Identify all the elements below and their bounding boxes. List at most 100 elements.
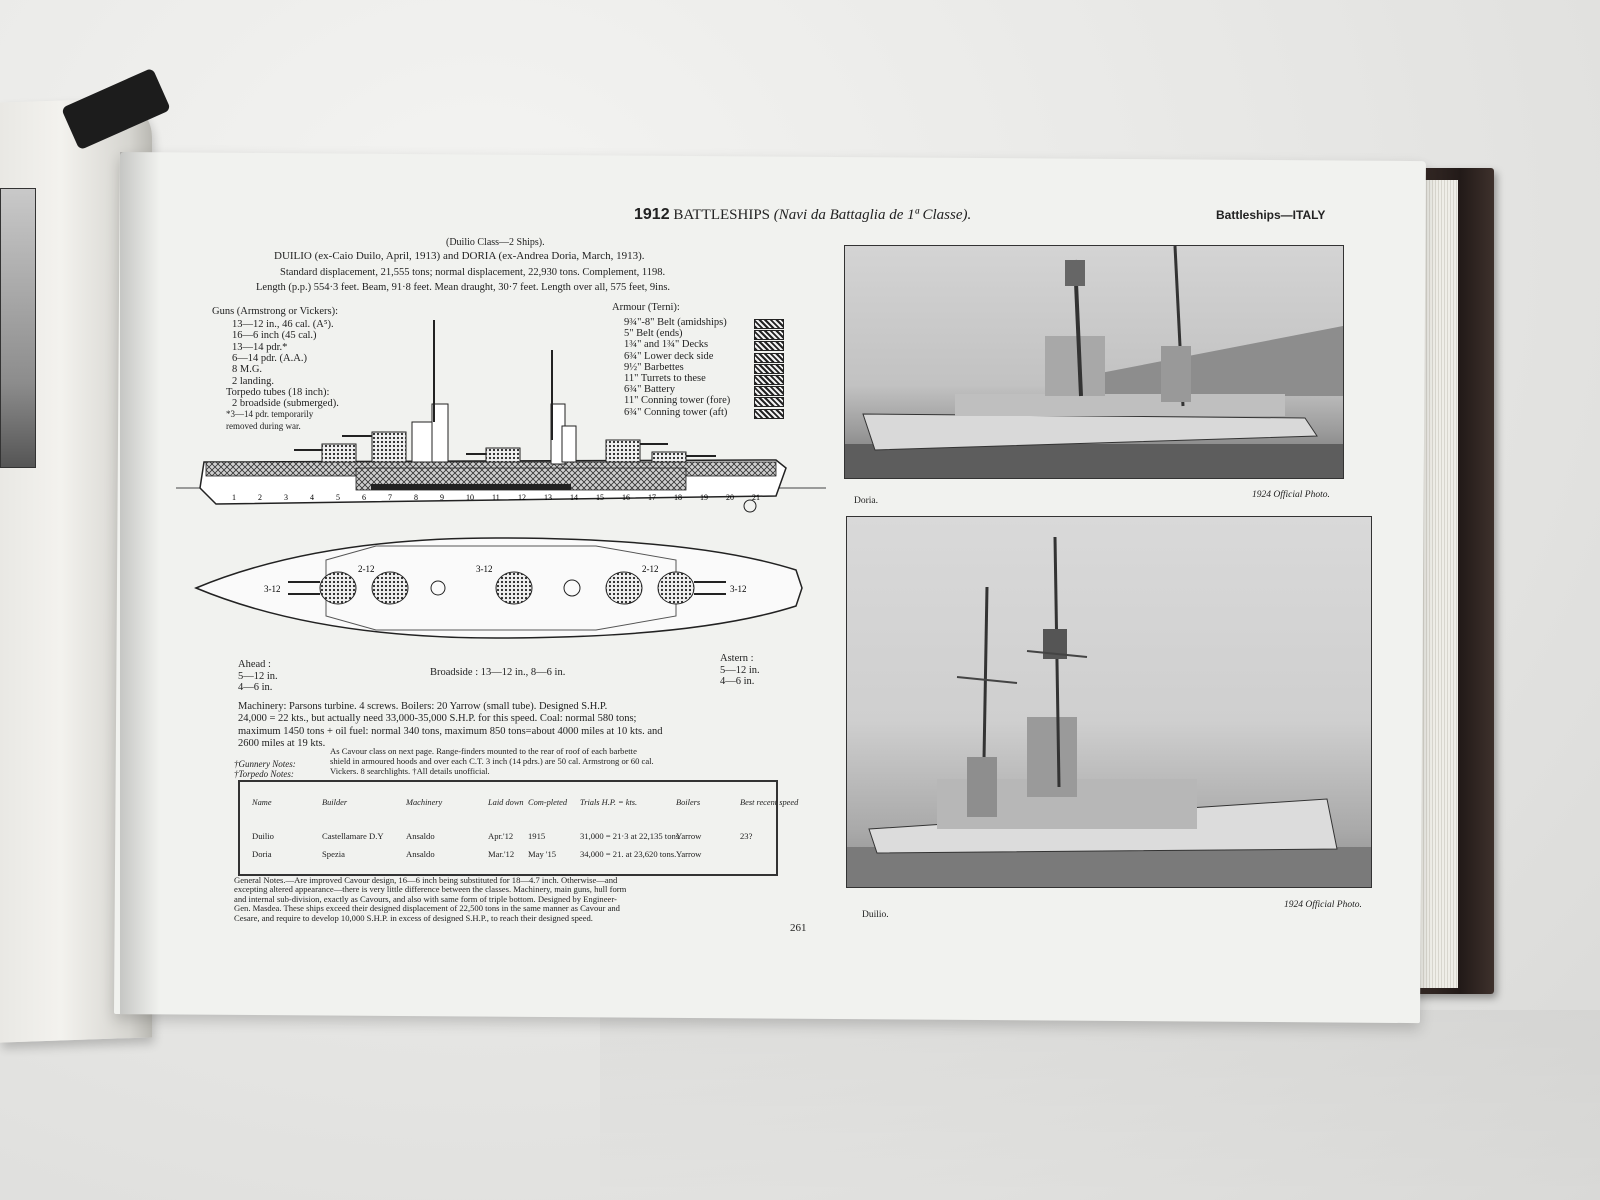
armour-swatch: [754, 352, 784, 363]
general-note-line: and internal sub-division, exactly as Ca…: [234, 893, 617, 904]
compartment-number: 2: [258, 493, 262, 502]
armour-item: 6¾" Lower deck side: [624, 350, 714, 362]
turret-label-1: 3-12: [264, 584, 281, 594]
compartment-number: 9: [440, 493, 444, 502]
table-header-cell: Best recent speed: [740, 798, 799, 807]
displacement-line: Standard displacement, 21,555 tons; norm…: [280, 267, 666, 278]
page-header: 1912 BATTLESHIPS (Navi da Battaglia de 1…: [634, 206, 971, 224]
armour-item: 11" Conning tower (fore): [624, 395, 731, 407]
armour-item: 9½" Barbettes: [624, 361, 684, 373]
compartment-number: 4: [310, 493, 314, 502]
machinery-line: maximum 1450 tons + oil fuel: normal 340…: [238, 725, 663, 737]
armour-item: 5" Belt (ends): [624, 328, 683, 340]
guns-heading: Guns (Armstrong or Vickers):: [212, 306, 339, 317]
table-cell: Duilio: [252, 831, 274, 841]
general-note-line: excepting altered appearance—there is ve…: [234, 884, 627, 895]
compartment-number: 13: [544, 493, 552, 502]
broadside-label: Broadside : 13—12 in., 8—6 in.: [430, 667, 566, 678]
ahead-line: 4—6 in.: [238, 682, 273, 693]
photo-duilio: [846, 516, 1372, 888]
armour-item: 6¾" Battery: [624, 384, 675, 396]
table-cell: Mar.'12: [488, 849, 515, 859]
caption-duilio: Duilio.: [862, 910, 889, 920]
notes-line: Vickers. 8 searchlights. †All details un…: [330, 766, 490, 776]
astern-line: 4—6 in.: [720, 676, 755, 687]
notes-line: As Cavour class on next page. Range-find…: [330, 746, 637, 756]
guns-item: 6—14 pdr. (A.A.): [232, 352, 307, 364]
class-line: (Duilio Class—2 Ships).: [446, 237, 545, 248]
armour-swatch: [754, 375, 784, 385]
table-cell: Yarrow: [676, 831, 702, 841]
ship-profile: [176, 320, 826, 513]
section-label: Battleships—ITALY: [1216, 208, 1326, 222]
table-cell: 23?: [740, 831, 753, 841]
armour-swatch: [754, 363, 784, 374]
compartment-number: 5: [336, 493, 340, 502]
ahead-line: Ahead :: [238, 659, 271, 670]
photo-doria: [844, 245, 1344, 479]
compartment-number: 3: [284, 493, 288, 502]
table-cell: May '15: [528, 849, 557, 859]
compartment-number: 11: [492, 493, 500, 502]
astern-line: Astern :: [720, 653, 754, 664]
table-cell: 34,000 = 21. at 23,620 tons.: [580, 849, 677, 859]
table-cell: Yarrow: [676, 849, 702, 859]
armour-item: 1¾" and 1¾" Decks: [624, 339, 709, 351]
table-cell: 1915: [528, 831, 546, 841]
battleship-silhouette-doria: [845, 246, 1343, 478]
length-line: Length (p.p.) 554·3 feet. Beam, 91·8 fee…: [256, 282, 671, 293]
armour-item: 11" Turrets to these: [624, 373, 706, 384]
torpedo-notes-label: †Torpedo Notes:: [234, 769, 294, 779]
compartment-number: 8: [414, 493, 418, 502]
table-header-cell: Machinery: [406, 798, 443, 807]
turret-label-3: 3-12: [476, 564, 493, 574]
turret-label-4: 2-12: [642, 564, 659, 574]
table-header-cell: Laid down: [488, 798, 524, 807]
armour-swatch: [754, 386, 784, 397]
armour-swatch: [754, 408, 784, 419]
armour-swatch: [754, 341, 784, 352]
general-note-line: Cesare, and require to develop 10,000 S.…: [234, 912, 593, 923]
compartment-number: 1: [232, 493, 236, 502]
turret-label-2: 2-12: [358, 564, 375, 574]
left-page-photo: [0, 188, 36, 468]
caption-doria: Doria.: [854, 496, 879, 506]
compartment-number: 21: [752, 493, 760, 502]
table-header-cell: Builder: [322, 798, 348, 807]
astern-line: 5—12 in.: [720, 664, 760, 676]
names-line: DUILIO (ex-Caio Duilo, April, 1913) and …: [274, 250, 645, 262]
armour-item: 6¾" Conning tower (aft): [624, 406, 728, 418]
credit-duilio: 1924 Official Photo.: [1284, 900, 1362, 910]
table-cell: Ansaldo: [406, 849, 435, 859]
guns-item: removed during war.: [226, 420, 301, 431]
guns-item: 13—14 pdr.*: [232, 341, 288, 353]
armour-swatch: [754, 330, 784, 341]
header-subtitle: (Navi da Battaglia de 1ª Classe).: [773, 207, 972, 223]
machinery-line: 24,000 = 22 kts., but actually need 33,0…: [238, 713, 637, 725]
compartment-number: 6: [362, 493, 366, 502]
table-cell: Doria: [252, 849, 272, 859]
notes-line: shield in armoured hoods and over each C…: [330, 756, 654, 766]
ship-data-table: [238, 780, 778, 876]
table-cell: 31,000 = 21·3 at 22,135 tons: [580, 831, 680, 841]
table-cell: Castellamare D.Y: [322, 831, 384, 841]
header-year: 1912: [634, 206, 670, 223]
armour-item: 9¾"-8" Belt (amidships): [624, 317, 727, 328]
compartment-number: 12: [518, 493, 526, 502]
table-cell: Apr.'12: [488, 831, 514, 841]
table-header-cell: Trials H.P. = kts.: [580, 798, 638, 807]
ship-plan: [194, 537, 803, 639]
header-title: BATTLESHIPS: [673, 207, 771, 223]
compartment-number: 16: [622, 493, 630, 502]
general-note-line: General Notes.—Are improved Cavour desig…: [234, 875, 618, 885]
general-note-line: Gen. Masdea. These ships exceed their de…: [234, 903, 620, 914]
compartment-number: 17: [648, 493, 656, 502]
guns-item: 13—12 in., 46 cal. (A⁵).: [232, 319, 334, 330]
gunnery-notes-label: †Gunnery Notes:: [234, 759, 296, 769]
guns-item: 16—6 inch (45 cal.): [232, 330, 317, 342]
guns-item: 2 landing.: [232, 375, 274, 387]
compartment-number: 10: [466, 493, 474, 502]
guns-item: 8 M.G.: [232, 364, 263, 376]
table-cell: Ansaldo: [406, 831, 435, 841]
compartment-number: 14: [570, 493, 578, 502]
